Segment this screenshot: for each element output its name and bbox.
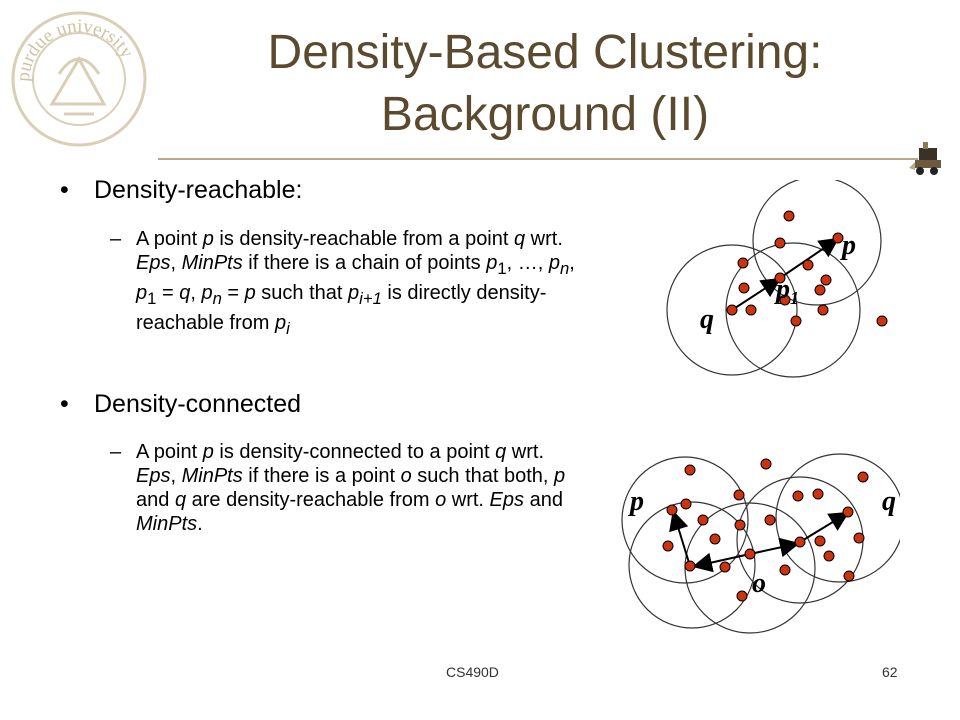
data-point: [842, 506, 854, 518]
data-point: [709, 533, 721, 545]
data-point: [666, 504, 678, 516]
bullet-marker: •: [60, 390, 69, 418]
label-p: p: [628, 486, 644, 517]
data-point: [774, 237, 786, 249]
data-point: [823, 550, 835, 562]
sub-marker: –: [110, 228, 122, 250]
data-point: [760, 458, 772, 470]
data-point: [719, 561, 731, 573]
title-line-2: Background (II): [380, 88, 710, 141]
eps-circle: [628, 501, 756, 629]
data-point: [662, 540, 674, 552]
eps-circle: [666, 244, 798, 376]
data-point: [812, 488, 824, 500]
data-point: [802, 259, 814, 271]
data-point: [734, 519, 746, 531]
data-point: [779, 294, 791, 306]
data-point: [774, 272, 786, 284]
footer-course: CS490D: [446, 664, 499, 680]
label-o: o: [752, 568, 766, 599]
data-point: [684, 560, 696, 572]
eps-circle: [752, 180, 882, 306]
data-point: [790, 315, 802, 327]
data-point: [726, 304, 738, 316]
data-point: [736, 590, 748, 602]
label-p: p: [840, 230, 856, 261]
eps-circle: [775, 453, 900, 583]
data-point: [697, 514, 709, 526]
eps-circle: [621, 456, 749, 584]
density-reachable-diagram: p q p1: [666, 180, 888, 378]
sub-marker: –: [110, 441, 122, 463]
data-point: [737, 257, 749, 269]
data-point: [817, 304, 829, 316]
data-point: [783, 210, 795, 222]
data-point: [792, 490, 804, 502]
label-q: q: [882, 486, 896, 517]
data-point: [843, 570, 855, 582]
data-point: [857, 471, 869, 483]
data-point: [820, 274, 832, 286]
bullet-label: Density-connected: [94, 390, 302, 418]
data-point: [745, 304, 757, 316]
data-point: [814, 284, 826, 296]
title-line-1: Density-Based Clustering:: [267, 26, 823, 79]
data-point: [744, 548, 756, 560]
data-point: [814, 535, 826, 547]
data-point: [876, 315, 888, 327]
data-point: [853, 532, 865, 544]
density-connected-diagram: p q o: [621, 453, 900, 634]
data-point: [794, 536, 806, 548]
sub-text: A point p is density-connected to a poin…: [136, 441, 566, 535]
eps-circle: [725, 242, 861, 378]
university-seal-logo: purdue university: [11, 11, 147, 147]
label-q: q: [700, 304, 714, 335]
footer-page-number: 62: [882, 664, 898, 680]
sub-text: A point p is density-reachable from a po…: [136, 228, 575, 338]
data-point: [764, 514, 776, 526]
data-point: [779, 564, 791, 576]
train-logo-icon: [909, 142, 941, 175]
title-divider: [158, 158, 918, 160]
data-point: [684, 464, 696, 476]
data-point: [733, 489, 745, 501]
label-p1: p1: [774, 274, 799, 308]
bullet-marker: •: [60, 176, 69, 204]
data-point: [738, 282, 750, 294]
data-point: [832, 232, 844, 244]
bullet-label: Density-reachable:: [94, 176, 303, 204]
data-point: [680, 498, 692, 510]
slide-title: Density-Based Clustering: Background (II…: [165, 22, 925, 146]
